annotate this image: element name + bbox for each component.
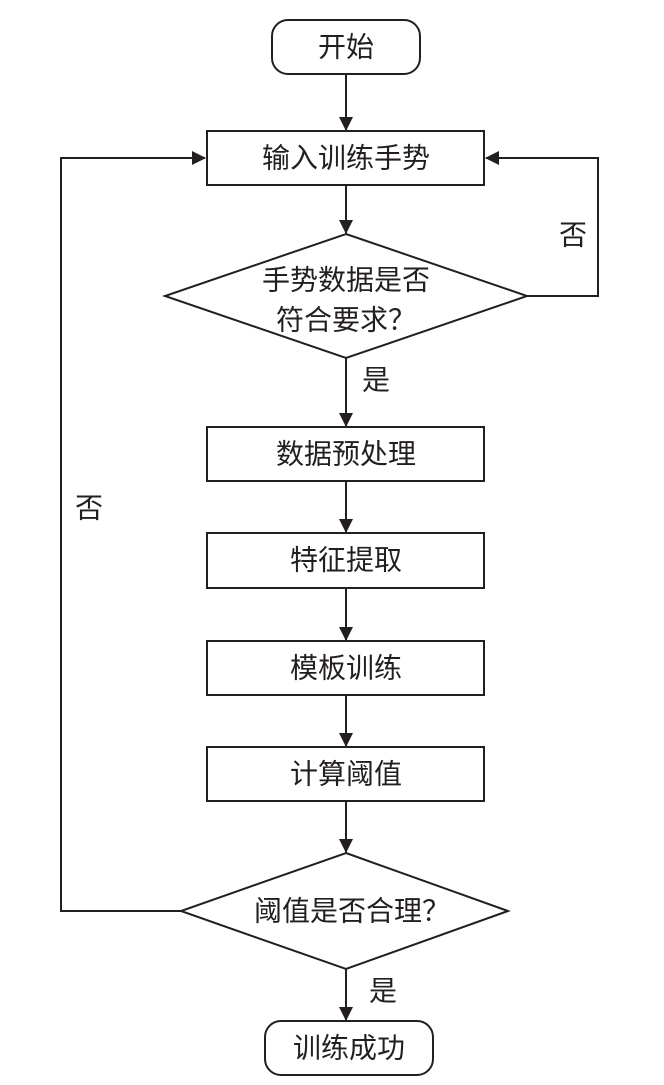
compute-threshold-node [206, 746, 485, 802]
check-threshold-no-label: 否 [75, 492, 103, 525]
input-gesture-label: 输入训练手势 [262, 142, 430, 175]
feature-extract-label: 特征提取 [290, 544, 402, 577]
compute-threshold-label: 计算阈值 [290, 758, 402, 791]
feature-extract-node [206, 532, 485, 589]
arrow-check-data-no [485, 151, 599, 297]
input-gesture-node [206, 130, 485, 186]
template-train-label: 模板训练 [290, 652, 402, 685]
check-data-label-line2: 符合要求？ [276, 304, 416, 337]
preprocess-label: 数据预处理 [276, 438, 416, 471]
check-threshold-label: 阈值是否合理？ [254, 895, 450, 928]
check-data-yes-label: 是 [362, 364, 390, 397]
check-threshold-yes-label: 是 [369, 975, 397, 1008]
check-data-label-line1: 手势数据是否 [262, 264, 430, 297]
arrow-check-threshold-no [60, 151, 206, 912]
start-label: 开始 [318, 31, 374, 64]
check-data-no-label: 否 [559, 219, 587, 252]
preprocess-node [206, 426, 485, 482]
success-node [264, 1020, 434, 1076]
success-label: 训练成功 [293, 1032, 405, 1065]
